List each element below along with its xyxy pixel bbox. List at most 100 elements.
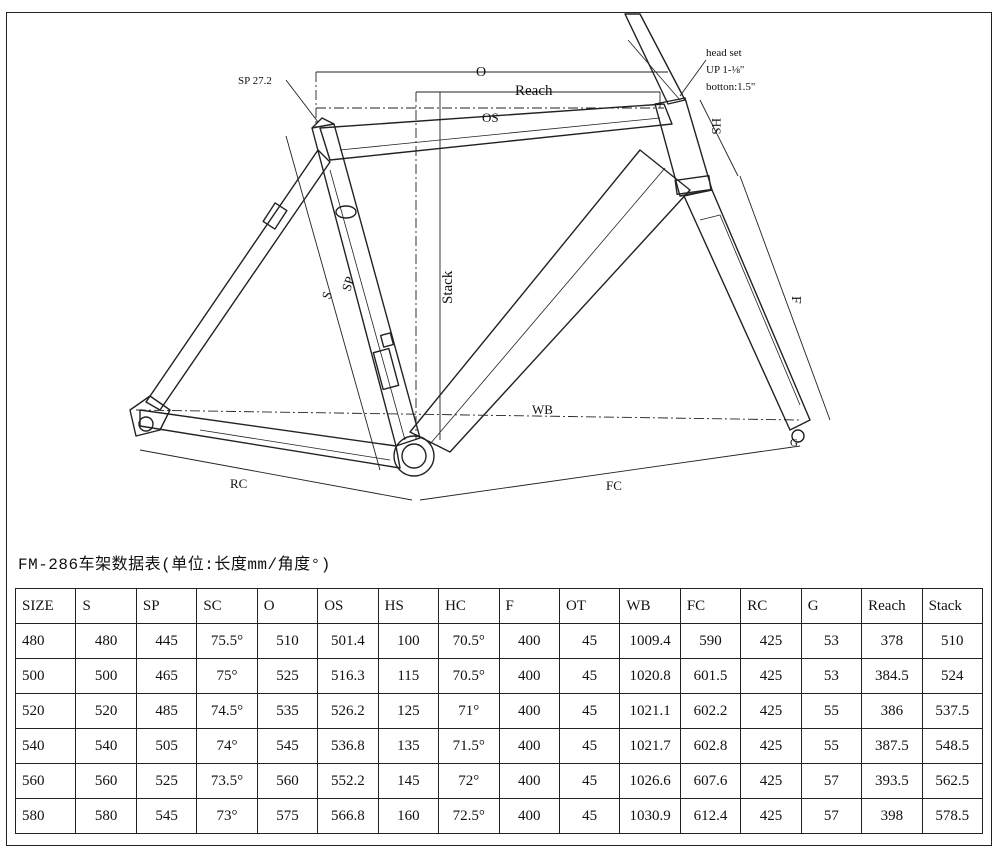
table-cell: 540 <box>75 728 137 764</box>
seatpost <box>311 117 335 129</box>
table-cell: 57 <box>800 763 863 799</box>
header-cell: OS <box>317 588 379 624</box>
table-cell: 545 <box>135 798 198 834</box>
header-cell: SP <box>135 588 198 624</box>
table-cell: 72° <box>438 763 500 799</box>
table-cell: 125 <box>377 693 440 729</box>
table-cell: 378 <box>861 623 923 659</box>
label-headset-2: UP 1-⅛" <box>706 64 744 76</box>
table-cell: 45 <box>558 798 621 834</box>
label-fc: FC <box>606 478 622 493</box>
table-cell: 501.4 <box>317 623 379 659</box>
table-cell: 1026.6 <box>619 763 681 799</box>
header-cell: HC <box>438 588 500 624</box>
table-cell: 55 <box>800 728 863 764</box>
label-rc: RC <box>230 476 247 491</box>
frame-border <box>6 12 992 846</box>
table-cell: 398 <box>861 798 923 834</box>
table-cell: 74.5° <box>196 693 258 729</box>
label-os: OS <box>482 110 499 125</box>
header-cell: RC <box>740 588 802 624</box>
chain-stay <box>139 409 401 469</box>
table-cell: 612.4 <box>679 798 742 834</box>
table-cell: 100 <box>377 623 440 659</box>
table-cell: 57 <box>800 798 863 834</box>
table-cell: 400 <box>498 658 560 694</box>
table-cell: 400 <box>498 693 560 729</box>
table-cell: 425 <box>740 658 802 694</box>
table-cell: 1021.7 <box>619 728 681 764</box>
table-cell: 480 <box>14 623 77 659</box>
table-cell: 45 <box>558 763 621 799</box>
bottom-bracket <box>393 435 435 477</box>
table-cell: 45 <box>558 728 621 764</box>
label-sp: SP <box>339 275 358 293</box>
table-cell: 53 <box>800 623 863 659</box>
table-cell: 535 <box>256 693 319 729</box>
table-cell: 71° <box>438 693 500 729</box>
table-cell: 562.5 <box>921 763 984 799</box>
table-cell: 400 <box>498 623 560 659</box>
label-reach: Reach <box>515 83 553 99</box>
table-cell: 73° <box>196 798 258 834</box>
table-cell: 578.5 <box>921 798 984 834</box>
table-cell: 500 <box>14 658 77 694</box>
table-caption: FM-286车架数据表(单位:长度mm/角度°) <box>18 556 331 574</box>
table-cell: 510 <box>921 623 984 659</box>
header-cell: Stack <box>921 588 984 624</box>
table-cell: 510 <box>256 623 319 659</box>
header-cell: F <box>498 588 560 624</box>
label-hs: HS <box>709 118 724 135</box>
steerer <box>624 13 686 105</box>
header-cell: HS <box>377 588 440 624</box>
header-cell: WB <box>619 588 681 624</box>
table-cell: 545 <box>256 728 319 764</box>
table-cell: 537.5 <box>921 693 984 729</box>
label-g: G <box>790 437 798 449</box>
table-cell: 400 <box>498 798 560 834</box>
table-cell: 536.8 <box>317 728 379 764</box>
table-cell: 575 <box>256 798 319 834</box>
down-tube <box>409 149 691 453</box>
table-cell: 524 <box>921 658 984 694</box>
header-cell: SC <box>196 588 258 624</box>
table-cell: 590 <box>679 623 742 659</box>
table-cell: 74° <box>196 728 258 764</box>
table-cell: 525 <box>135 763 198 799</box>
table-cell: 560 <box>75 763 137 799</box>
header-cell: G <box>800 588 863 624</box>
table-cell: 400 <box>498 763 560 799</box>
table-cell: 75.5° <box>196 623 258 659</box>
table-cell: 75° <box>196 658 258 694</box>
label-seatpost: SP 27.2 <box>238 75 272 87</box>
table-cell: 548.5 <box>921 728 984 764</box>
header-cell: OT <box>558 588 621 624</box>
frame-size-table: SIZE S SP SC O OS HS HC F OT WB FC RC G … <box>14 588 984 834</box>
table-cell: 425 <box>740 763 802 799</box>
table-cell: 445 <box>135 623 198 659</box>
table-cell: 520 <box>14 693 77 729</box>
fork <box>683 189 811 431</box>
table-cell: 516.3 <box>317 658 379 694</box>
table-cell: 71.5° <box>438 728 500 764</box>
table-cell: 115 <box>377 658 440 694</box>
label-wb: WB <box>532 402 553 417</box>
table-cell: 505 <box>135 728 198 764</box>
header-cell: SIZE <box>14 588 77 624</box>
table-cell: 485 <box>135 693 198 729</box>
table-cell: 45 <box>558 658 621 694</box>
label-headset-1: head set <box>706 47 742 59</box>
table-cell: 1009.4 <box>619 623 681 659</box>
table-cell: 70.5° <box>438 658 500 694</box>
table-cell: 500 <box>75 658 137 694</box>
table-cell: 425 <box>740 693 802 729</box>
label-s: S <box>319 289 336 301</box>
table-cell: 387.5 <box>861 728 923 764</box>
table-cell: 520 <box>75 693 137 729</box>
table-cell: 45 <box>558 623 621 659</box>
